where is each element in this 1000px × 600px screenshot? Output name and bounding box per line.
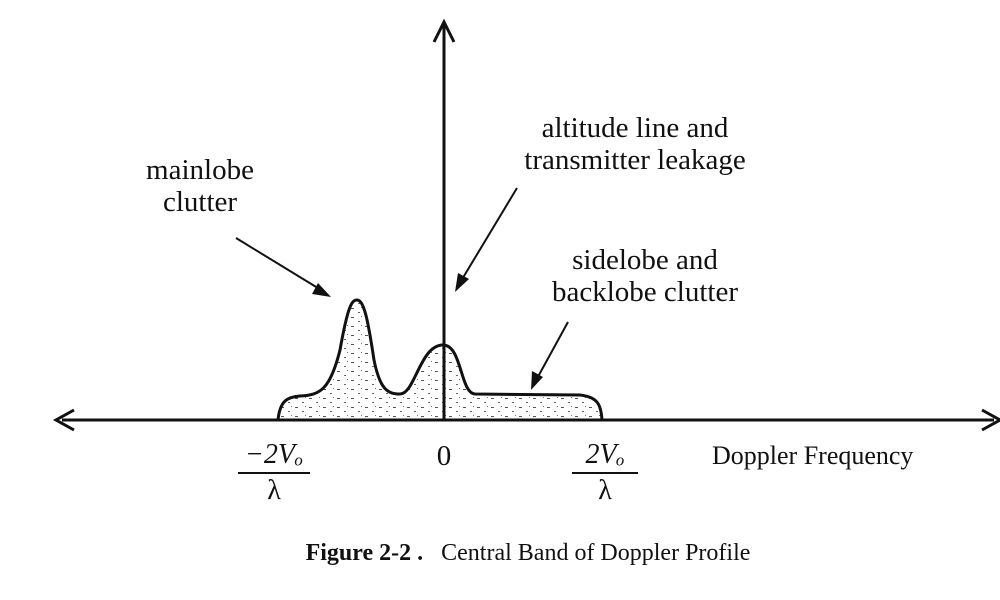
caption-number: Figure 2-2 . — [305, 540, 424, 566]
caption-text: Central Band of Doppler Profile — [441, 540, 751, 566]
tick-left-numerator: −2Vₒ — [238, 440, 310, 474]
x-axis-left-arrow-icon — [52, 408, 75, 432]
figure-caption: Figure 2-2 . Central Band of Doppler Pro… — [0, 540, 1000, 567]
sidelobe-line2: backlobe clutter — [552, 276, 738, 308]
tick-right-denominator: λ — [598, 475, 612, 506]
altitude-pointer — [457, 187, 518, 287]
mainlobe-arrowhead-icon — [312, 283, 331, 297]
mainlobe-pointer — [235, 237, 327, 294]
sidelobe-label: sidelobe and backlobe clutter — [510, 244, 780, 308]
altitude-arrowhead-icon — [455, 273, 469, 292]
clutter-spectrum — [276, 298, 604, 422]
tick-left-denominator: λ — [267, 475, 281, 506]
sidelobe-arrowhead-icon — [531, 371, 543, 390]
sidelobe-line1: sidelobe and — [572, 244, 718, 276]
mainlobe-line1: mainlobe — [146, 154, 254, 186]
altitude-line2: transmitter leakage — [524, 144, 746, 176]
mainlobe-line2: clutter — [162, 186, 238, 218]
altitude-label: altitude line and transmitter leakage — [480, 112, 790, 176]
mainlobe-label: mainlobe clutter — [120, 154, 280, 218]
altitude-line1: altitude line and — [541, 112, 729, 144]
x-axis-right-arrow-icon — [981, 408, 1000, 432]
y-axis-arrow-icon — [432, 18, 456, 43]
tick-2vo-lambda: 2Vₒ λ — [572, 440, 638, 506]
sidelobe-pointer — [533, 321, 569, 385]
tick-right-numerator: 2Vₒ — [572, 440, 638, 474]
tick-zero: 0 — [436, 440, 452, 472]
x-axis-label: Doppler Frequency — [712, 441, 914, 470]
tick-minus-2vo-lambda: −2Vₒ λ — [238, 440, 310, 506]
